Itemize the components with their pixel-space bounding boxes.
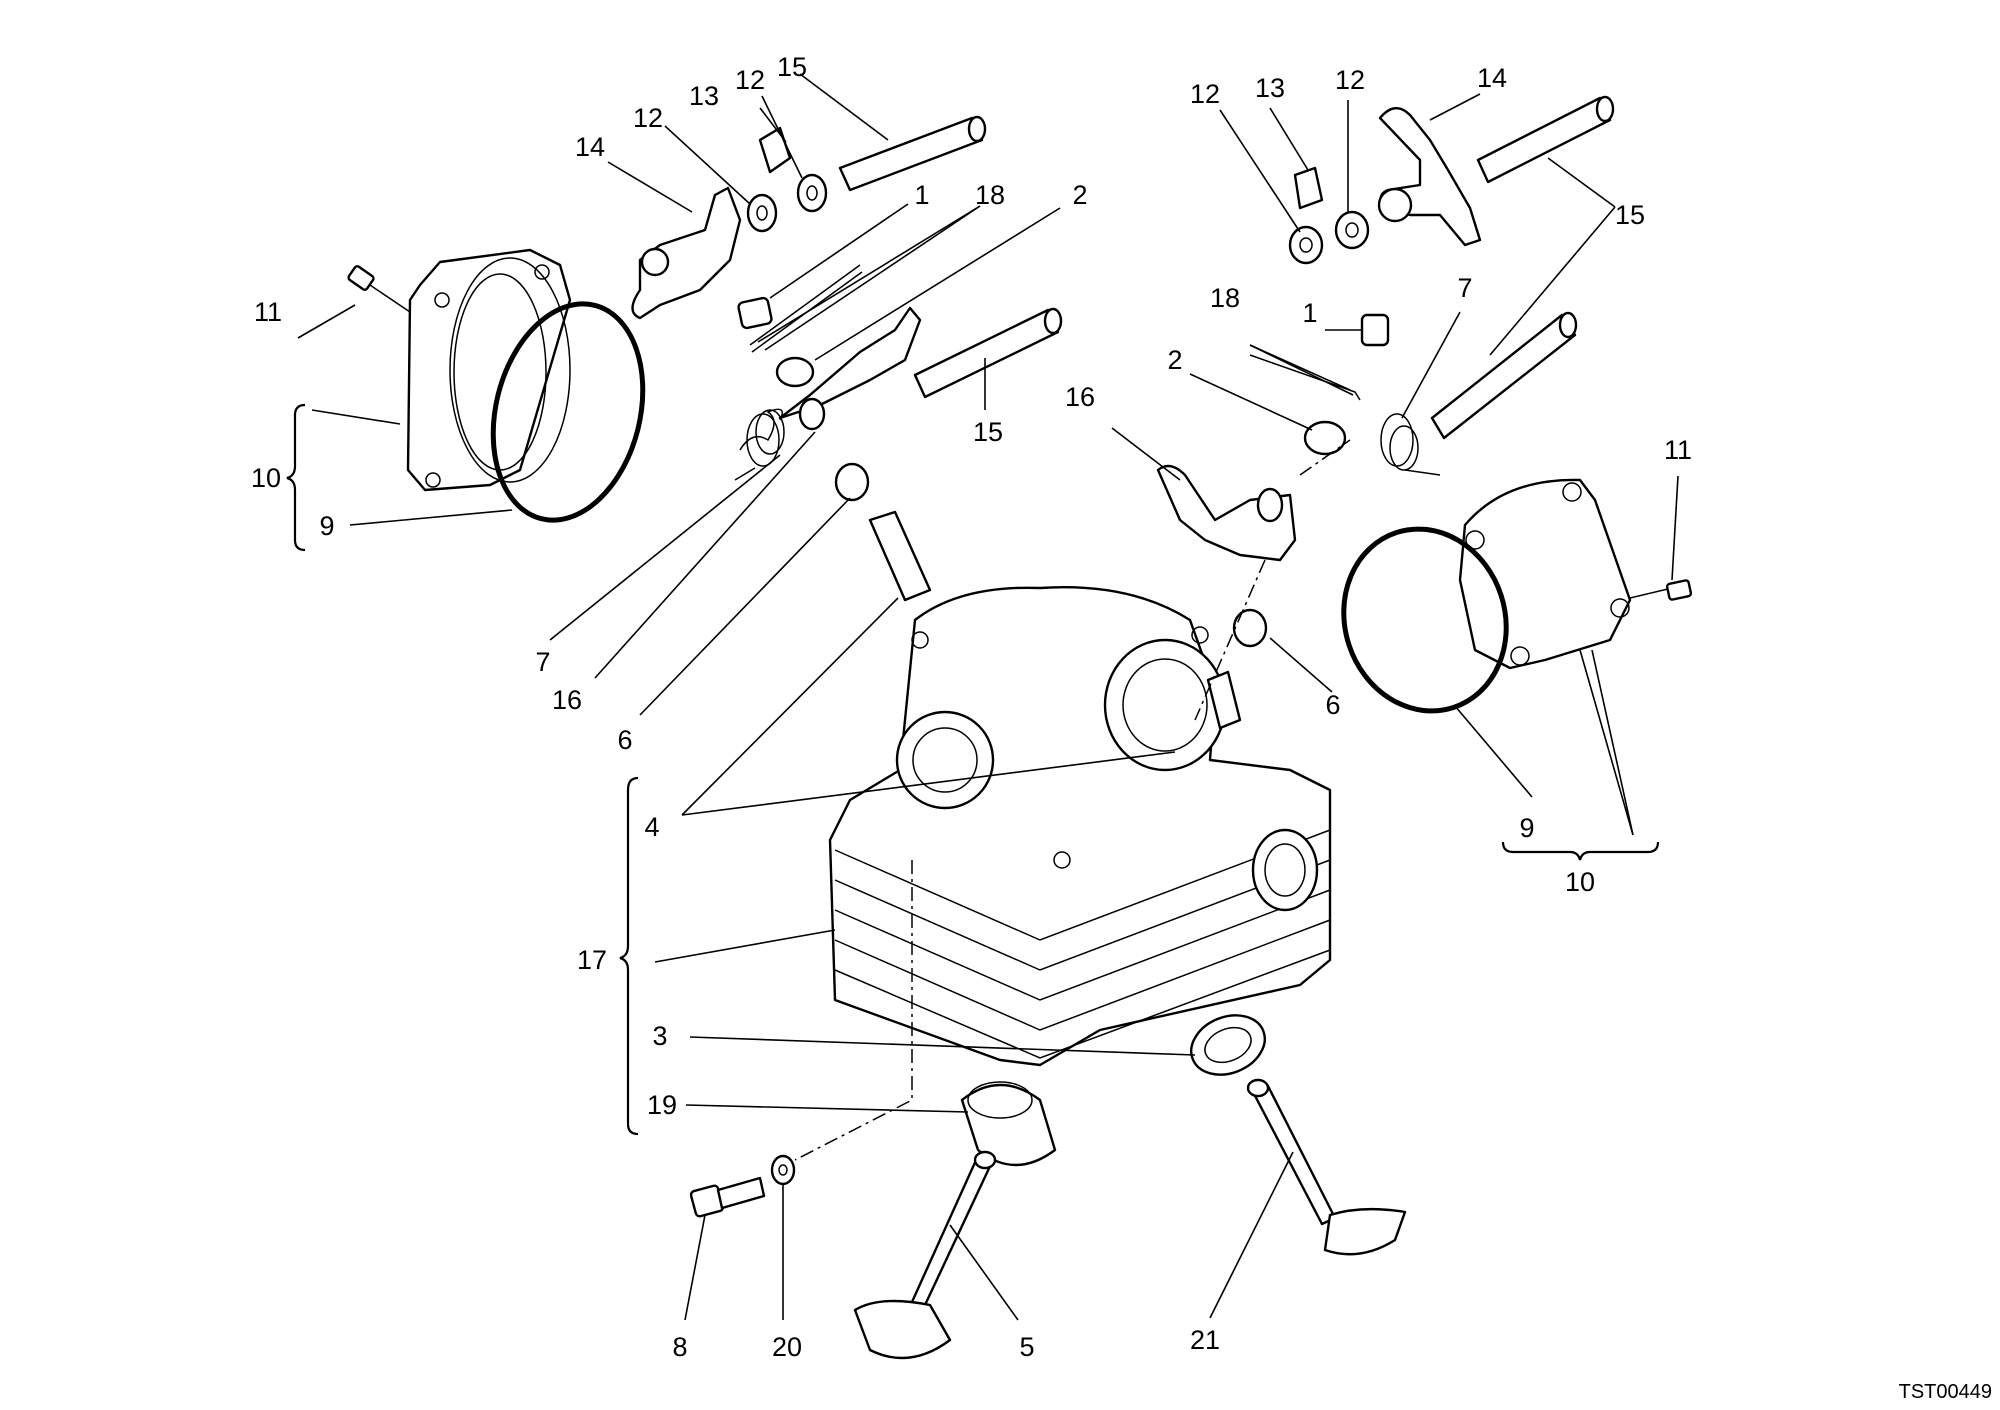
cylinder-head xyxy=(828,585,1332,1067)
callout-18: 18 xyxy=(975,180,1005,210)
bolt-8 xyxy=(689,1176,766,1218)
washer-12d xyxy=(1334,210,1370,250)
shaft-15a xyxy=(838,116,984,192)
left-spring xyxy=(734,408,785,481)
part-illustrations xyxy=(347,95,1693,1360)
callout-7: 7 xyxy=(1457,273,1472,303)
pivot-pin-1b xyxy=(1360,313,1390,347)
collar-13 xyxy=(758,126,792,174)
right-screw xyxy=(1629,579,1693,601)
leader-lines xyxy=(297,73,1679,1321)
right-lower-rocker xyxy=(1156,464,1297,562)
callout-15: 15 xyxy=(777,52,807,82)
callout-18: 18 xyxy=(1210,283,1240,313)
callout-19: 19 xyxy=(647,1090,677,1120)
callout-13: 13 xyxy=(1255,73,1285,103)
adjuster-2 xyxy=(775,356,815,388)
pivot-pin-1 xyxy=(737,296,773,330)
callout-12: 12 xyxy=(1190,79,1220,109)
callout-2: 2 xyxy=(1072,180,1087,210)
callout-9: 9 xyxy=(1519,813,1534,843)
callout-14: 14 xyxy=(1477,63,1507,93)
left-o-ring xyxy=(490,301,646,523)
callout-4: 4 xyxy=(644,812,659,842)
washer-20 xyxy=(770,1154,796,1186)
left-cover xyxy=(406,248,572,492)
callout-7: 7 xyxy=(535,647,550,677)
right-cover xyxy=(1458,478,1632,670)
valve-5 xyxy=(853,1150,997,1360)
callout-12: 12 xyxy=(633,103,663,133)
callout-17: 17 xyxy=(577,945,607,975)
callout-5: 5 xyxy=(1019,1332,1034,1362)
callout-16: 16 xyxy=(1065,382,1095,412)
callout-1: 1 xyxy=(1302,298,1317,328)
callout-21: 21 xyxy=(1190,1325,1220,1355)
right-spring xyxy=(1380,413,1441,476)
left-rocker-arm xyxy=(631,186,742,320)
callout-14: 14 xyxy=(575,132,605,162)
seat-ring-19 xyxy=(960,1081,1057,1167)
callout-13: 13 xyxy=(689,81,719,111)
callout-9: 9 xyxy=(319,511,334,541)
seal-6b xyxy=(1232,608,1268,648)
callout-10: 10 xyxy=(251,463,281,493)
washer-12c xyxy=(1288,225,1324,265)
seat-ring-3 xyxy=(1190,1014,1266,1076)
adjuster-2b xyxy=(1303,420,1347,456)
callout-15: 15 xyxy=(1615,200,1645,230)
callout-labels: 13 12 15 12 14 1 18 2 11 15 10 9 7 16 6 … xyxy=(251,52,1692,1362)
right-o-ring xyxy=(1341,526,1509,714)
washer-12b xyxy=(796,173,828,213)
callout-8: 8 xyxy=(672,1332,687,1362)
callout-10: 10 xyxy=(1565,867,1595,897)
grouping-brackets xyxy=(286,403,1660,1136)
shaft-15b xyxy=(913,308,1060,399)
callout-11: 11 xyxy=(254,297,282,327)
callout-3: 3 xyxy=(652,1021,667,1051)
callout-16: 16 xyxy=(552,685,582,715)
shaft-15d xyxy=(1430,313,1577,440)
callout-11: 11 xyxy=(1664,435,1692,465)
guide-4 xyxy=(868,510,932,602)
callout-20: 20 xyxy=(772,1332,802,1362)
callout-12: 12 xyxy=(1335,65,1365,95)
collar-13b xyxy=(1293,166,1324,210)
callout-12: 12 xyxy=(735,65,765,95)
callout-1: 1 xyxy=(914,180,929,210)
seal-6 xyxy=(834,462,870,502)
left-screw xyxy=(347,265,411,313)
shaft-15c xyxy=(1476,96,1612,184)
callout-15: 15 xyxy=(973,417,1003,447)
callout-6: 6 xyxy=(617,725,632,755)
right-rocker-arm xyxy=(1377,107,1482,247)
diagram-code: TST00449 xyxy=(1899,1381,1992,1403)
callout-6: 6 xyxy=(1325,690,1340,720)
callout-2: 2 xyxy=(1167,345,1182,375)
washer-12a xyxy=(746,193,778,233)
left-lower-rocker xyxy=(778,306,922,431)
valve-21 xyxy=(1246,1078,1407,1256)
